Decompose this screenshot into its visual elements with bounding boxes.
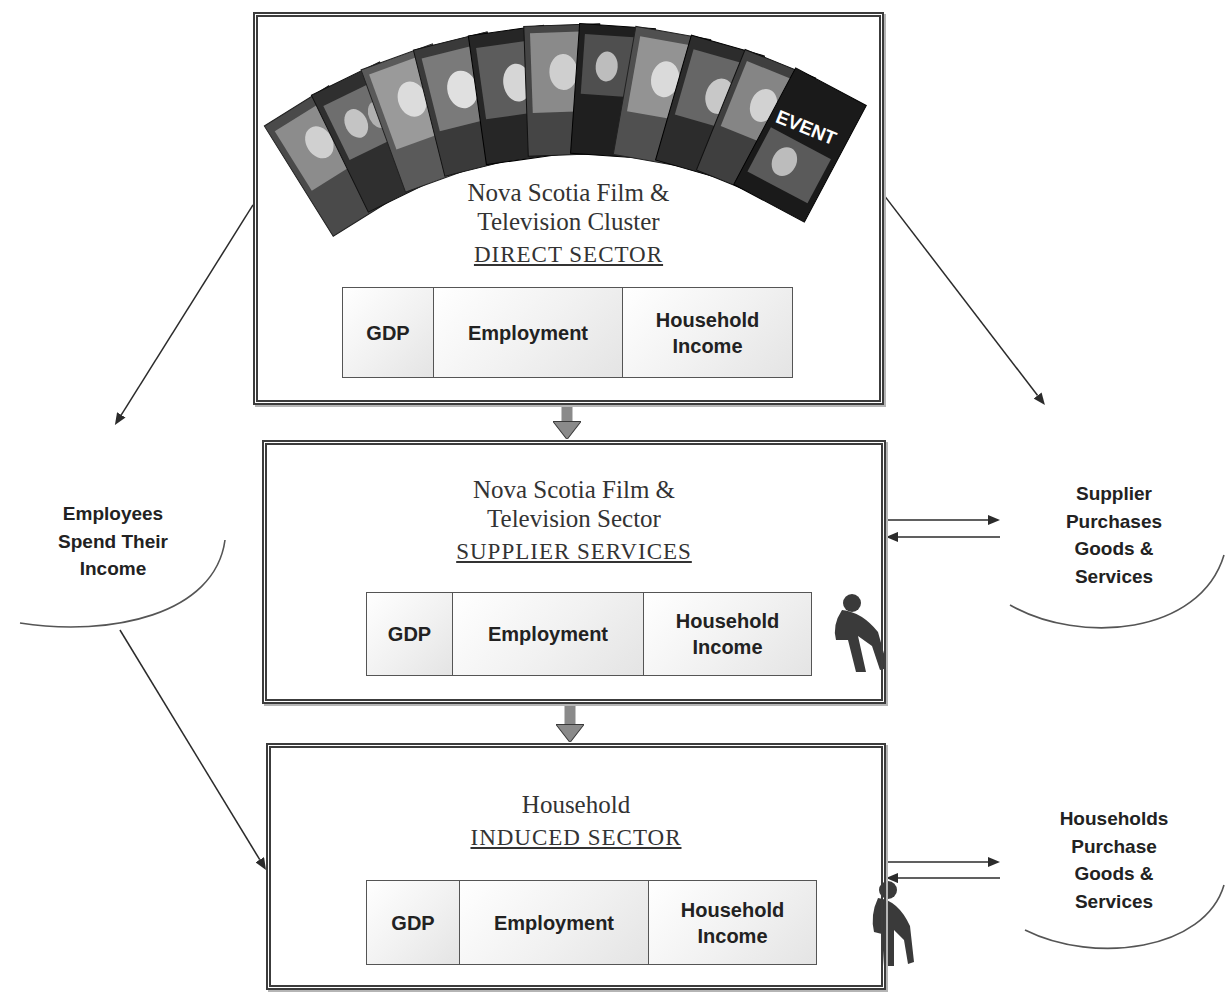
text-block: HouseholdINDUCED SECTOR xyxy=(431,791,721,851)
dvd-cover xyxy=(734,68,867,222)
sector-name: SUPPLIER SERVICES xyxy=(429,538,719,566)
cover-frame xyxy=(734,68,867,222)
sector-title: Household xyxy=(431,791,721,820)
metric-box: Household Income xyxy=(622,287,793,378)
cover-face xyxy=(767,143,802,181)
connector-arrow xyxy=(884,195,1038,395)
text-block: Nova Scotia Film & Television ClusterDIR… xyxy=(424,179,714,268)
connector-arrow xyxy=(886,519,988,521)
connector-arrow xyxy=(120,630,260,860)
sector-box: Nova Scotia Film & Television SectorSUPP… xyxy=(262,440,886,704)
metric-label: Household Income xyxy=(643,307,773,359)
text-block: Nova Scotia Film & Television SectorSUPP… xyxy=(429,476,719,565)
flow-arrow xyxy=(561,405,572,422)
flow-text: Employees Spend Their Income xyxy=(43,500,183,583)
metric-box: GDP xyxy=(366,880,460,965)
metric-box: GDP xyxy=(366,592,453,676)
flow-note: Supplier Purchases Goods & Services xyxy=(1000,405,1228,630)
metric-label: GDP xyxy=(388,621,431,647)
connector-arrow xyxy=(886,861,988,863)
cover-title: EVENT xyxy=(773,106,840,150)
flow-arrow xyxy=(564,704,575,725)
metric-label: Employment xyxy=(488,621,608,647)
sector-name: DIRECT SECTOR xyxy=(424,241,714,269)
figure-body xyxy=(835,610,888,672)
sector-name: INDUCED SECTOR xyxy=(431,824,721,852)
cover-face xyxy=(340,105,373,142)
metric-box: GDP xyxy=(342,287,434,378)
figure-body xyxy=(873,898,914,966)
arc-line xyxy=(20,540,225,627)
worker-figure xyxy=(873,881,914,966)
cover-face xyxy=(595,51,619,82)
metric-label: GDP xyxy=(391,910,434,936)
text-block: Supplier Purchases Goods & Services xyxy=(1052,480,1177,590)
metric-box: Employment xyxy=(459,880,649,965)
flow-text: Supplier Purchases Goods & Services xyxy=(1052,480,1177,590)
figure-head xyxy=(843,594,861,612)
sector-box: HouseholdINDUCED SECTOR GDP Employment Hous… xyxy=(266,743,886,990)
text-block: Households Purchase Goods & Services xyxy=(1052,805,1177,915)
worker-figure xyxy=(835,594,888,672)
metric-box: Employment xyxy=(452,592,644,676)
metric-box: Employment xyxy=(433,287,623,378)
metric-label: GDP xyxy=(366,320,409,346)
sector-title: Nova Scotia Film & Television Sector xyxy=(429,476,719,534)
flow-note: Employees Spend Their Income xyxy=(20,425,230,630)
sector-title: Nova Scotia Film & Television Cluster xyxy=(424,179,714,237)
text-block: Employees Spend Their Income xyxy=(43,500,183,583)
flow-text: Households Purchase Goods & Services xyxy=(1052,805,1177,915)
connector-arrow xyxy=(898,877,1000,879)
metric-label: Employment xyxy=(468,320,588,346)
metric-box: Household Income xyxy=(643,592,812,676)
bracket-arc xyxy=(20,425,230,630)
metric-label: Household Income xyxy=(663,608,793,660)
dvd-covers xyxy=(264,24,866,237)
metric-label: Household Income xyxy=(668,897,798,949)
connector-arrow xyxy=(898,536,1000,538)
connector-arrow xyxy=(121,205,253,415)
cover-face xyxy=(549,54,578,91)
sector-box: Nova Scotia Film & Television ClusterDIR… xyxy=(253,12,884,405)
metric-box: Household Income xyxy=(648,880,817,965)
flow-note: Households Purchase Goods & Services xyxy=(1000,790,1228,990)
metric-label: Employment xyxy=(494,910,614,936)
